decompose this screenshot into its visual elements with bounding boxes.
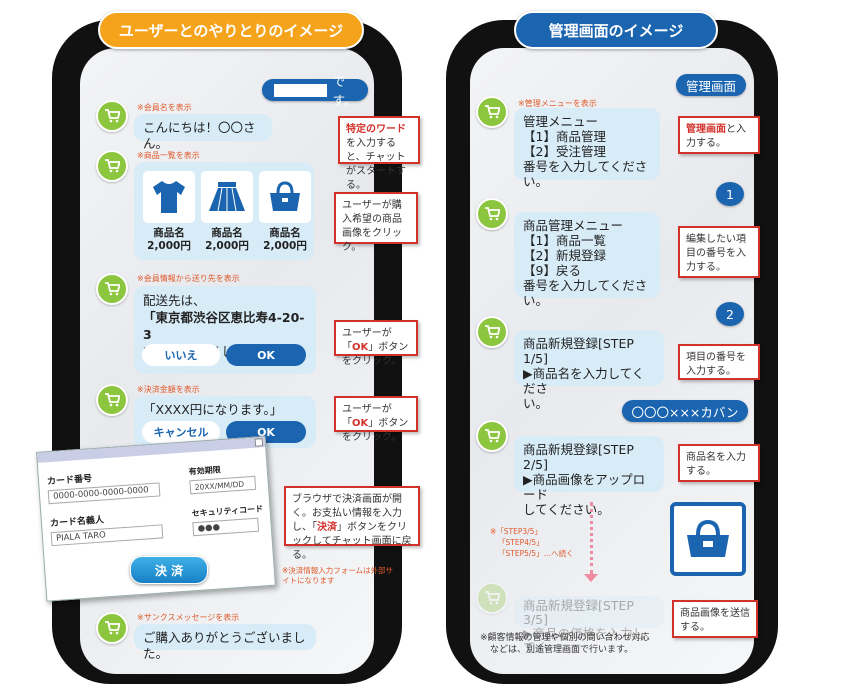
skirt-icon [209,182,245,212]
cart-avatar-icon [476,316,508,348]
cart-avatar-icon [96,100,128,132]
note-product-click: ユーザーが購入希望の商品画像をクリック。 [334,192,418,253]
menu-bubble: 管理メニュー 【1】商品管理 【2】受注管理 番号を入力してください。 [514,108,660,189]
handbag-icon [270,181,300,211]
step3-faded-bubble: 商品新規登録[STEP 3/5] ▶商品の価格を入力してく [514,596,664,655]
cart-avatar-icon [476,96,508,128]
product-card-3[interactable] [259,171,311,223]
security-field[interactable]: ●●● [192,517,260,537]
footer-note: ※顧客情報の管理や個別の問い合わせ対応 などは、別途管理画面で行います。 [480,633,650,655]
tag-thanks: ※サンクスメッセージを表示 [137,613,240,622]
note-ok-click-1: ユーザーが「OK」ボタンをクリック。 [334,320,418,367]
input-bubble-2: 2 [716,302,744,326]
external-site-note: ※決済情報入力フォームは外部サイトになります [282,566,394,585]
card-number-label: カード番号 [46,474,93,488]
amount-text: 「XXXX円になります。」 [143,402,283,417]
user-input-bubble: です。 [262,74,368,108]
cart-avatar-icon [96,384,128,416]
cart-avatar-icon [476,582,508,614]
tag-products: ※商品一覧を表示 [137,151,200,160]
note-admin: 管理画面と入力する。 [678,116,760,154]
address-line-1: 配送先は、 [143,293,206,308]
cart-avatar-icon [96,273,128,305]
product-name-input-bubble: 〇〇〇×××カバン [622,400,748,422]
pay-button[interactable]: 決 済 [130,556,208,584]
form-close-icon[interactable] [254,438,264,447]
product-menu-bubble: 商品管理メニュー 【1】商品一覧 【2】新規登録 【9】戻る 番号を入力してくだ… [514,212,660,308]
step1-bubble: 商品新規登録[STEP 1/5] ▶商品名を入力してくださ い。 [514,330,664,411]
cart-avatar-icon [476,198,508,230]
note-item-number: 項目の番号を入力する。 [678,344,760,380]
tag-member: ※会員名を表示 [137,103,192,112]
cart-avatar-icon [96,612,128,644]
note-keyword: 特定のワードを入力すると、チャットがスタートする。 [338,116,420,191]
thanks-bubble: ご購入ありがとうございました。 [134,624,316,661]
tshirt-icon [153,181,185,213]
steps-dotted-arrow [590,502,595,574]
note-edit-item: 編集したい項目の番号を入力する。 [678,226,760,278]
blank-input-box [274,83,327,97]
tag-menu: ※管理メニューを表示 [518,99,597,108]
note-send-image: 商品画像を送信する。 [672,600,758,638]
ok-button[interactable]: OK [226,344,306,366]
greeting-bubble: こんにちは！〇〇さん。 [134,114,272,151]
tag-address: ※会員情報から送り先を表示 [137,274,240,283]
security-label: セキュリティコード [191,504,264,519]
product-card-2[interactable] [201,171,253,223]
note-keyword-rest: を入力すると、チャットがスタートする。 [346,138,406,191]
admin-input-bubble: 管理画面 [676,74,746,96]
note-payment: ブラウザで決済画面が開く。お支払い情報を入力し、「決済」ボタンをクリックしてチャ… [284,486,420,561]
input-bubble-1: 1 [716,182,744,206]
cancel-button[interactable]: キャンセル [142,421,220,443]
step2-bubble: 商品新規登録[STEP 2/5] ▶商品画像をアップロード してください。 [514,436,664,517]
cart-avatar-icon [476,420,508,452]
address-line-2: 「東京都渋谷区恵比寿4-20-3 [143,310,305,342]
expiry-label: 有効期限 [188,465,221,477]
handbag-icon [687,519,729,557]
user-input-text: です。 [332,74,357,108]
product-card-1[interactable] [143,171,195,223]
note-keyword-bold: 特定のワード [346,124,406,135]
cart-avatar-icon [96,150,128,182]
holder-label: カード名義人 [49,515,105,530]
note-product-name: 商品名を入力する。 [678,444,760,482]
steps-note: ※「STEP3/5」 「STEP4/5」 「STEP5/5」…へ続く [490,527,574,558]
left-header: ユーザーとのやりとりのイメージ [98,11,364,49]
steps-arrow-head-icon [584,574,598,582]
note-ok-click-2: ユーザーが「OK」ボタンをクリック。 [334,396,418,443]
uploaded-image [670,502,746,576]
right-header: 管理画面のイメージ [514,11,718,49]
no-button[interactable]: いいえ [142,344,220,366]
tag-amount: ※決済金額を表示 [137,385,200,394]
expiry-field[interactable]: 20XX/MM/DD [189,475,257,495]
